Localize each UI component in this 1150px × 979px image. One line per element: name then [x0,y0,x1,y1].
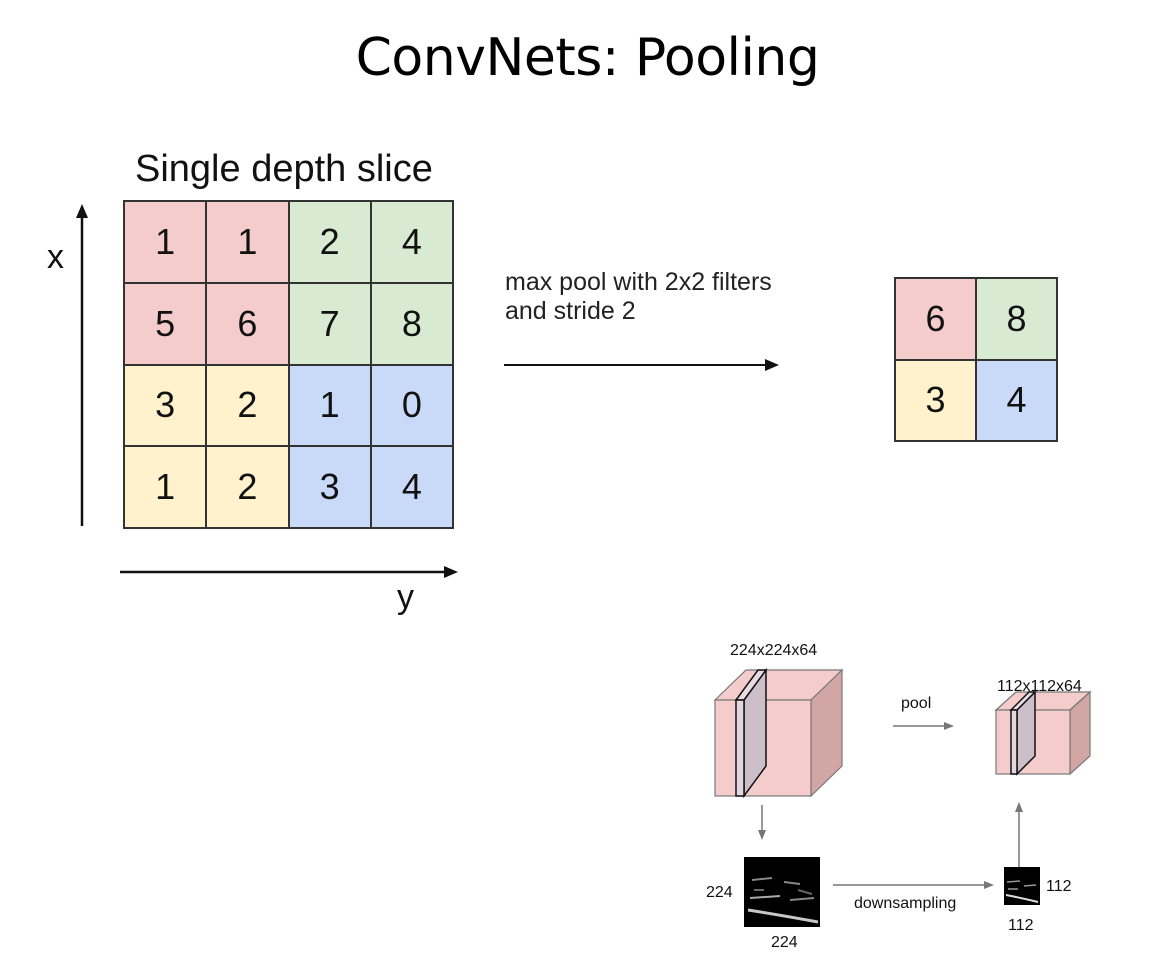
input-cell: 1 [288,364,371,447]
x-axis-arrow [76,204,88,526]
output-map-height-label: 112 [1046,878,1072,895]
output-cell: 4 [976,359,1057,441]
volume-diagram [713,667,1092,927]
operation-line-2: and stride 2 [505,297,636,325]
output-cell: 8 [976,278,1057,360]
output-map-width-label: 112 [1008,917,1034,934]
input-cell: 1 [124,201,207,283]
input-map-height-label: 224 [706,884,733,901]
input-cell: 7 [288,282,371,365]
downsampling-arrow [833,881,994,889]
input-cell: 2 [288,201,371,283]
input-cell: 2 [206,446,289,528]
input-map-width-label: 224 [771,934,798,951]
downsampling-label: downsampling [854,895,957,912]
operation-line-1: max pool with 2x2 filters [505,268,772,296]
input-cell: 6 [206,282,289,365]
slide-title: ConvNets: Pooling [355,28,820,88]
input-cell: 2 [206,364,289,447]
output-volume-label: 112x112x64 [997,678,1082,695]
output-activation-map [1004,867,1040,905]
slice-down-arrow [758,805,766,840]
input-cell: 5 [124,282,207,365]
output-cell: 6 [895,278,976,360]
single-depth-slice-label: Single depth slice [135,148,433,190]
input-cell: 8 [370,282,453,365]
input-cell: 3 [124,364,207,447]
input-cell: 4 [370,201,453,283]
input-cell: 3 [288,446,371,528]
y-axis-label: y [397,578,414,616]
operation-label: max pool with 2x2 filters and stride 2 [505,268,772,326]
input-volume-cube [713,667,844,799]
pool-volume-arrow [893,722,954,730]
input-cell: 0 [370,364,453,447]
input-cell: 4 [370,446,453,528]
input-volume-label: 224x224x64 [730,642,818,659]
input-cell: 1 [124,446,207,528]
input-cell: 1 [206,201,289,283]
pool-label: pool [901,695,932,712]
input-activation-map [744,857,820,927]
x-axis-label: x [47,238,64,276]
output-cell: 3 [895,359,976,441]
output-volume-cube [994,690,1092,776]
y-axis-arrow [120,566,458,578]
pool-arrow [504,359,779,371]
